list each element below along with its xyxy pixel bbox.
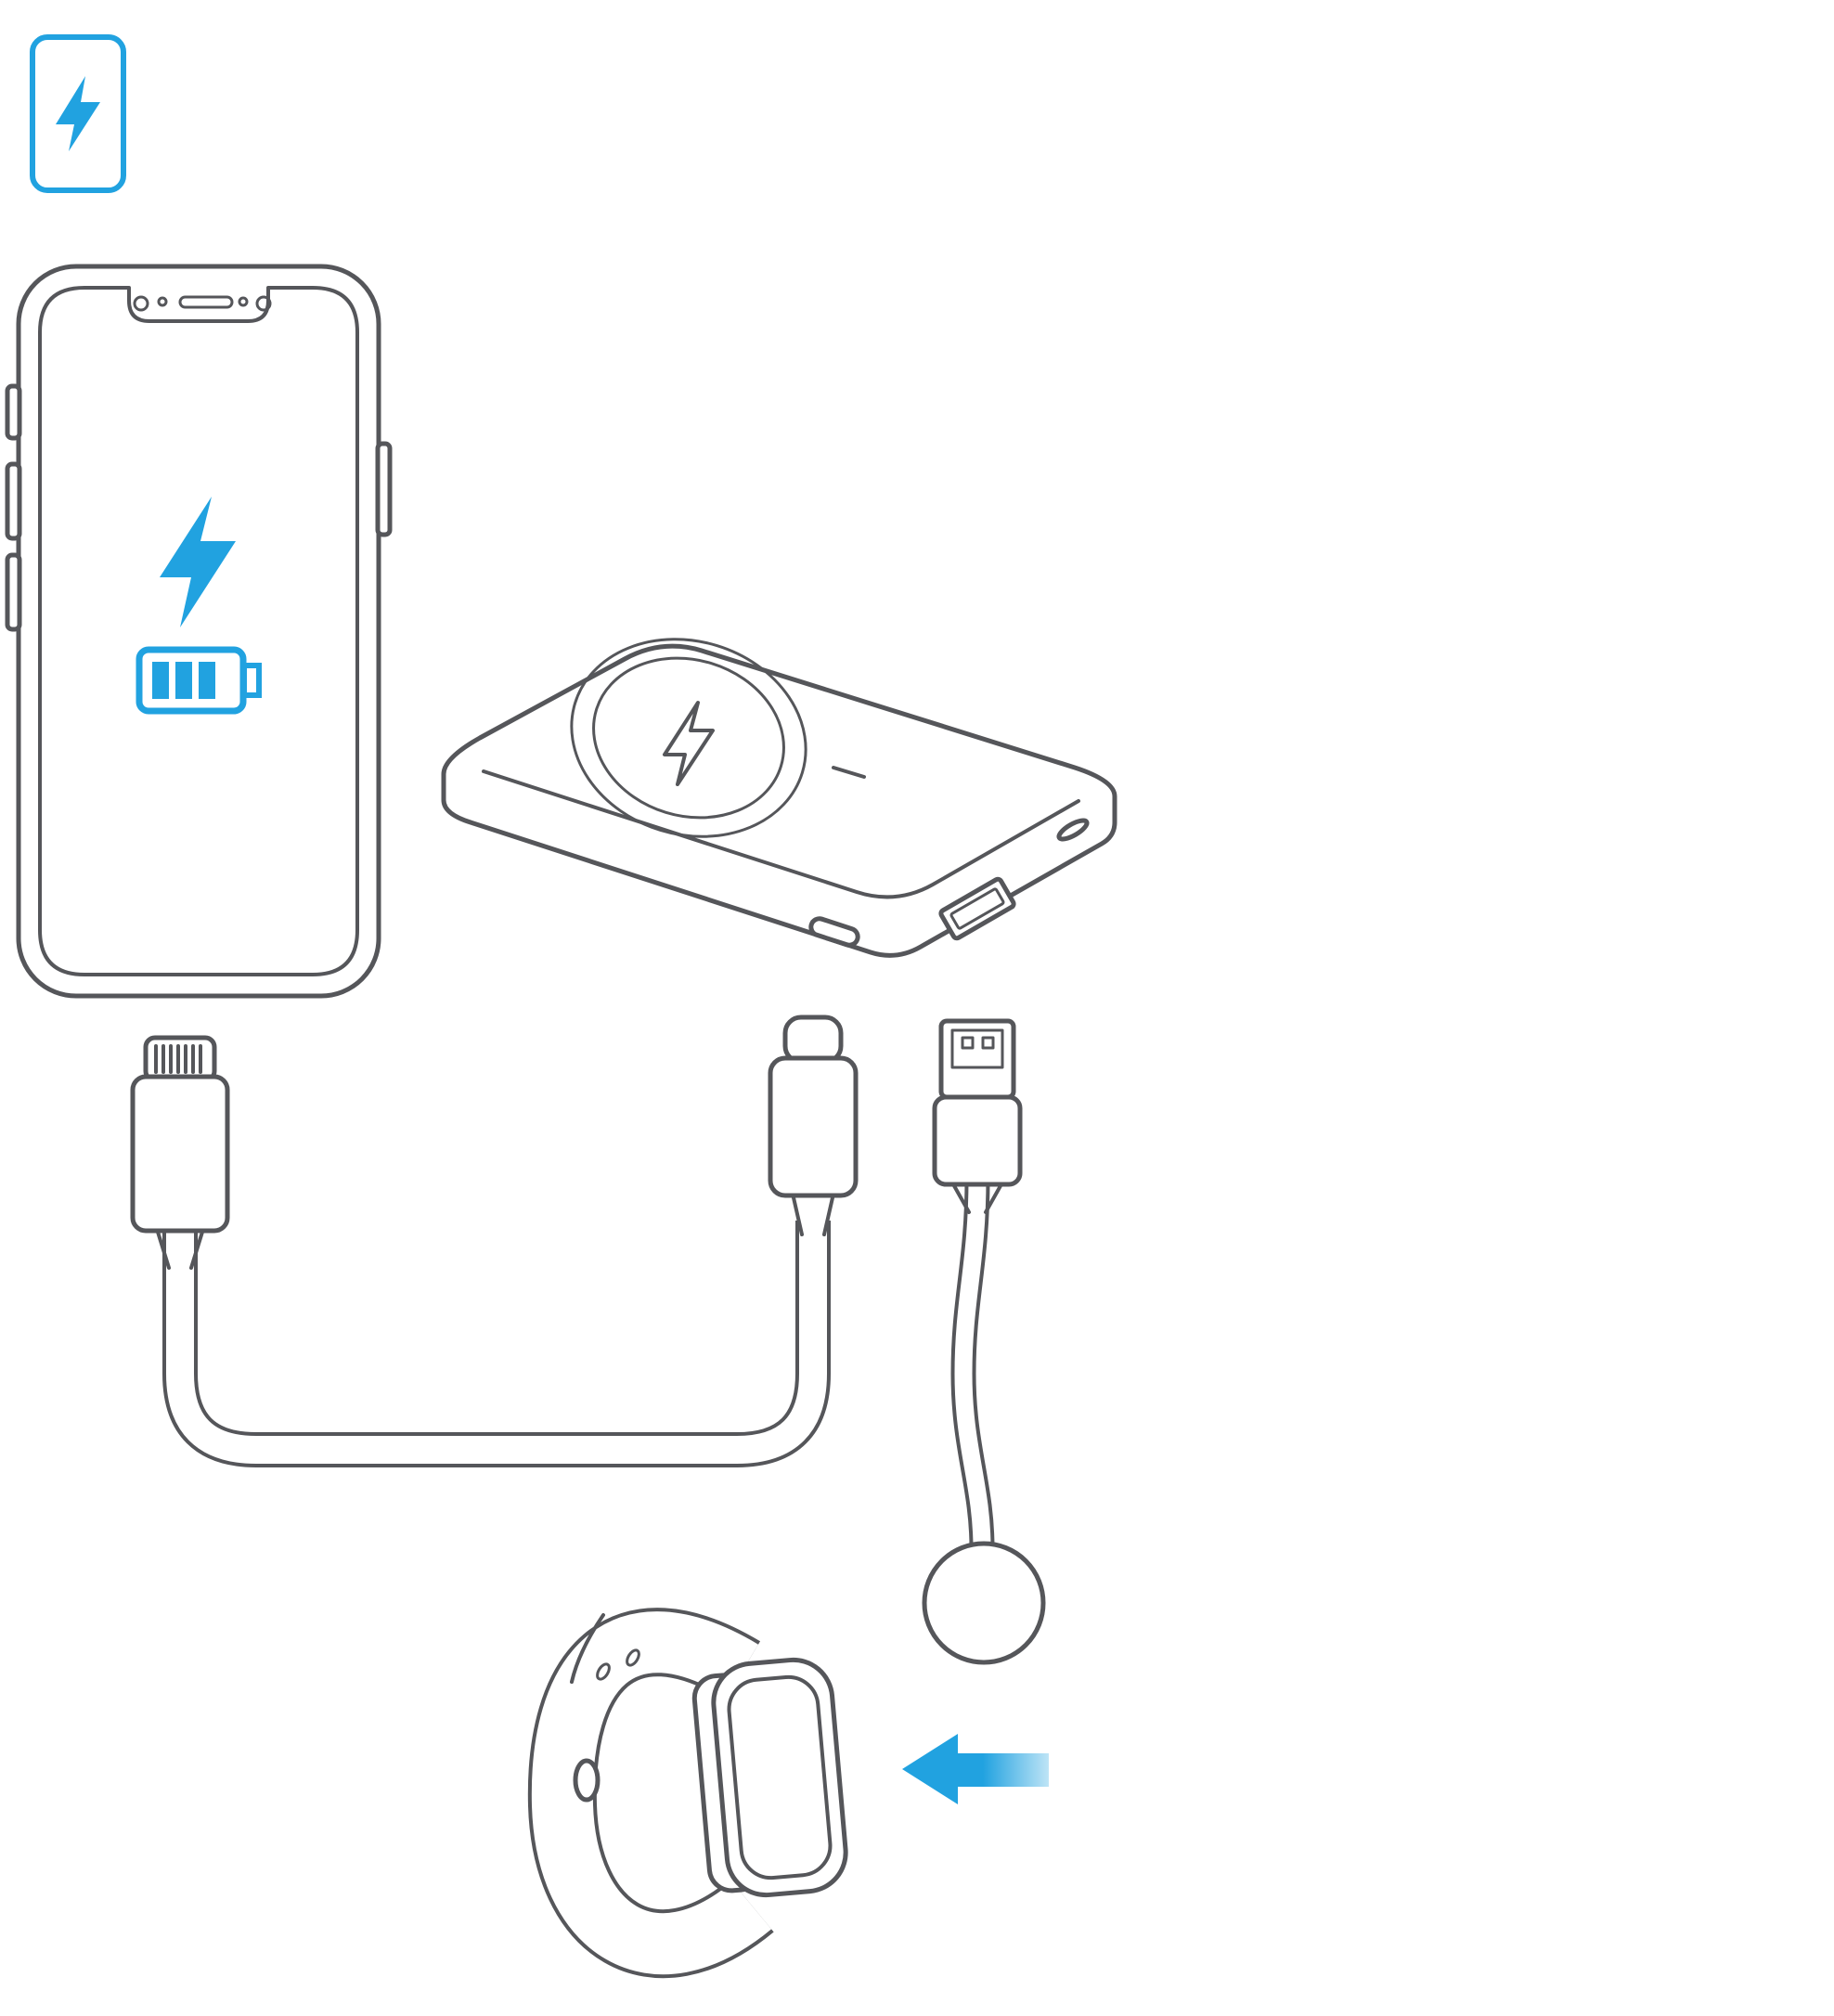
cable-fill xyxy=(954,1178,991,1549)
camera-dot-icon xyxy=(255,295,272,312)
usb-a-connector xyxy=(932,1018,1023,1214)
watch-body-group xyxy=(691,1657,848,1898)
strain-relief xyxy=(984,1181,1004,1214)
usb-a-body xyxy=(932,1094,1023,1187)
usb-a-port-inner xyxy=(949,887,1005,930)
camera-dot-icon xyxy=(133,295,149,312)
usb-c-tip xyxy=(782,1014,844,1065)
band-hole xyxy=(596,1662,611,1681)
battery-bar xyxy=(175,662,192,699)
left-arrow-icon xyxy=(902,1734,1049,1804)
strain-relief xyxy=(155,1227,171,1270)
battery-bar xyxy=(152,662,169,699)
usb-c-connector xyxy=(768,1014,859,1236)
smartwatch-illustration xyxy=(527,1608,848,1979)
strain-relief xyxy=(822,1192,835,1236)
band-seam xyxy=(570,1613,605,1684)
phone-screen xyxy=(38,286,359,976)
watch-case-front xyxy=(711,1657,848,1898)
usb-a-inner-frame xyxy=(950,1028,1004,1069)
cable-outline xyxy=(162,1221,831,1467)
phone-mute-switch xyxy=(5,383,22,441)
usb-c-port xyxy=(808,916,860,948)
usb-a-port xyxy=(938,876,1016,941)
side-slot xyxy=(1056,818,1090,842)
lightning-bolt-icon xyxy=(160,497,236,627)
usb-a-contact-hole xyxy=(961,1036,975,1050)
lightning-body xyxy=(130,1074,230,1234)
speaker-slot-icon xyxy=(178,295,234,309)
watch-screen xyxy=(727,1674,833,1880)
power-bank-top-edge xyxy=(482,769,1080,899)
usb-c-body xyxy=(768,1055,859,1198)
phone-illustration xyxy=(5,264,393,999)
phone-power-button xyxy=(375,441,393,537)
camera-dot-icon xyxy=(157,296,168,307)
charging-badge xyxy=(30,34,126,193)
camera-dot-icon xyxy=(238,296,249,307)
phone-body xyxy=(16,264,381,999)
battery-bar xyxy=(199,662,215,699)
lightning-bolt-icon xyxy=(56,76,100,151)
battery-terminal xyxy=(241,663,262,698)
usb-a-port-outer xyxy=(938,876,1016,941)
watch-band-fill xyxy=(531,1611,772,1975)
lightning-connector xyxy=(130,1035,230,1270)
band-pin xyxy=(573,1758,601,1803)
phone-volume-down-button xyxy=(5,552,22,632)
lightning-contacts xyxy=(154,1044,202,1074)
direction-arrow xyxy=(902,1734,1049,1804)
watch-charger-cable-illustration xyxy=(922,1018,1046,1665)
power-bank-illustration xyxy=(441,638,1117,958)
lightning-bolt-icon xyxy=(663,701,715,786)
power-bank-body xyxy=(441,643,1117,958)
cable-fill xyxy=(166,1221,827,1464)
strain-relief xyxy=(791,1192,804,1236)
band-hole xyxy=(626,1648,640,1667)
power-indicator-dash xyxy=(832,766,866,779)
phone-sensor-row xyxy=(133,295,272,312)
battery-charging-icon xyxy=(136,646,262,715)
strain-relief xyxy=(950,1181,971,1214)
usb-a-contact-hole xyxy=(981,1036,995,1050)
wireless-coil-ring-inner xyxy=(592,656,785,820)
phone-volume-up-button xyxy=(5,461,22,541)
strain-relief xyxy=(189,1227,205,1270)
charging-cable-illustration xyxy=(130,1014,859,1467)
wireless-coil-ring-outer xyxy=(570,638,807,838)
magnetic-charging-puck xyxy=(922,1541,1046,1665)
